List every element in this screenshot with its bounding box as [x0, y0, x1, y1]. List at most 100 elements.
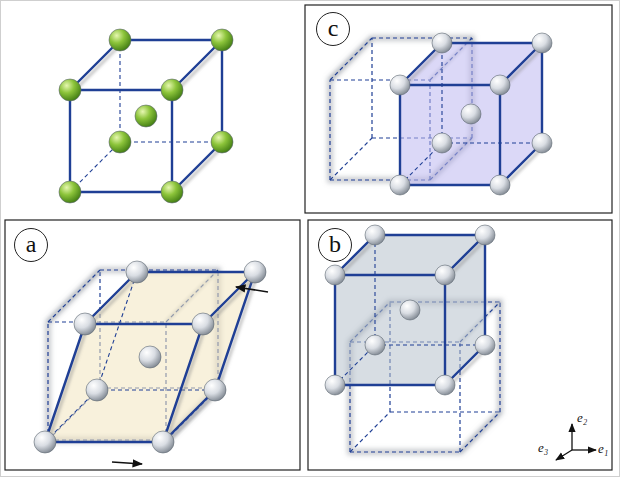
- cell-edge: [484, 235, 486, 345]
- atom: [139, 346, 161, 368]
- atom: [532, 33, 552, 53]
- cell-edge: [335, 274, 445, 276]
- panel-letter-circle: b: [318, 228, 352, 262]
- cell-edge: [399, 85, 401, 185]
- atom: [490, 175, 510, 195]
- ghost-shadow: [350, 450, 460, 454]
- atom: [192, 313, 214, 335]
- hidden-edge: [441, 43, 442, 143]
- edge-shadow: [87, 326, 205, 329]
- cell-edge: [375, 234, 485, 236]
- reference-cell-edge: [47, 322, 48, 440]
- cell-edge: [400, 184, 500, 186]
- cell-edge: [499, 85, 501, 185]
- edge-shadow: [122, 42, 224, 45]
- atom: [34, 431, 56, 453]
- reference-cell-edge: [350, 451, 460, 452]
- edge-shadow: [139, 274, 257, 277]
- edge-shadow: [402, 187, 502, 190]
- hidden-edge: [374, 235, 375, 345]
- reference-cell-edge: [100, 269, 218, 270]
- edge-shadow: [47, 444, 165, 447]
- cell-edge: [221, 40, 223, 142]
- edge-shadow: [377, 237, 487, 240]
- panel-letter: a: [26, 232, 37, 256]
- atom: [390, 75, 410, 95]
- cell-edge: [85, 323, 203, 325]
- edge-shadow: [402, 87, 502, 90]
- edge-shadow: [337, 277, 447, 280]
- atom: [109, 29, 131, 51]
- edge-shadow: [444, 45, 544, 48]
- cell-edge: [45, 324, 85, 442]
- hidden-edge: [375, 344, 485, 345]
- edge-shadow: [47, 327, 87, 445]
- atom: [59, 181, 81, 203]
- atom: [461, 104, 481, 124]
- atom: [161, 181, 183, 203]
- atom: [365, 335, 385, 355]
- atom: [135, 105, 157, 127]
- reference-cell-edge: [350, 412, 390, 452]
- atom: [400, 300, 420, 320]
- cell-edge: [137, 271, 255, 273]
- cell-edge: [70, 89, 172, 91]
- atom: [211, 131, 233, 153]
- atom: [109, 131, 131, 153]
- atom: [325, 265, 345, 285]
- ghost-shadow: [328, 80, 332, 180]
- axis-label: e₁: [598, 441, 608, 457]
- reference-cell-edge: [371, 38, 372, 138]
- atom: [86, 379, 108, 401]
- reference-cell-edge: [390, 411, 500, 412]
- atom: [435, 375, 455, 395]
- ghost-shadow: [460, 412, 500, 452]
- axis-label: e₃: [538, 440, 548, 456]
- hidden-edge: [97, 272, 137, 390]
- cell-edge: [442, 42, 542, 44]
- axis-label: e₂: [577, 410, 587, 426]
- reference-cell-edge: [329, 80, 330, 180]
- reference-cell-edge: [499, 302, 500, 412]
- hidden-edge: [442, 142, 542, 143]
- edge-shadow: [217, 275, 257, 393]
- panel-letter: c: [328, 16, 339, 40]
- cell-edge: [120, 39, 222, 41]
- atom: [126, 261, 148, 283]
- cell-edge: [163, 324, 203, 442]
- atom: [325, 375, 345, 395]
- atom: [475, 225, 495, 245]
- atom: [390, 175, 410, 195]
- atom: [432, 33, 452, 53]
- atom: [152, 431, 174, 453]
- atom: [432, 133, 452, 153]
- atom: [435, 265, 455, 285]
- atom: [365, 225, 385, 245]
- atom: [244, 261, 266, 283]
- atom: [490, 75, 510, 95]
- cell-edge: [45, 441, 163, 443]
- reference-cell-edge: [48, 270, 100, 322]
- panel-letter-circle: a: [14, 228, 48, 262]
- atom: [532, 133, 552, 153]
- panel-letter-circle: c: [316, 12, 350, 46]
- ghost-shadow: [48, 270, 100, 322]
- atom: [475, 335, 495, 355]
- cell-edge: [335, 384, 445, 386]
- reference-cell-edge: [460, 412, 500, 452]
- panel-letter: b: [329, 232, 341, 256]
- cell-edge: [171, 90, 173, 192]
- ghost-shadow: [498, 302, 502, 412]
- atom: [161, 79, 183, 101]
- reference-cell-edge: [330, 138, 372, 180]
- cell-edge: [69, 90, 71, 192]
- atom: [59, 79, 81, 101]
- ghost-shadow: [46, 322, 50, 440]
- atom: [74, 313, 96, 335]
- cell-edge: [334, 275, 336, 385]
- cell-edge: [444, 275, 446, 385]
- atom: [211, 29, 233, 51]
- edge-shadow: [72, 194, 174, 197]
- edge-shadow: [337, 387, 447, 390]
